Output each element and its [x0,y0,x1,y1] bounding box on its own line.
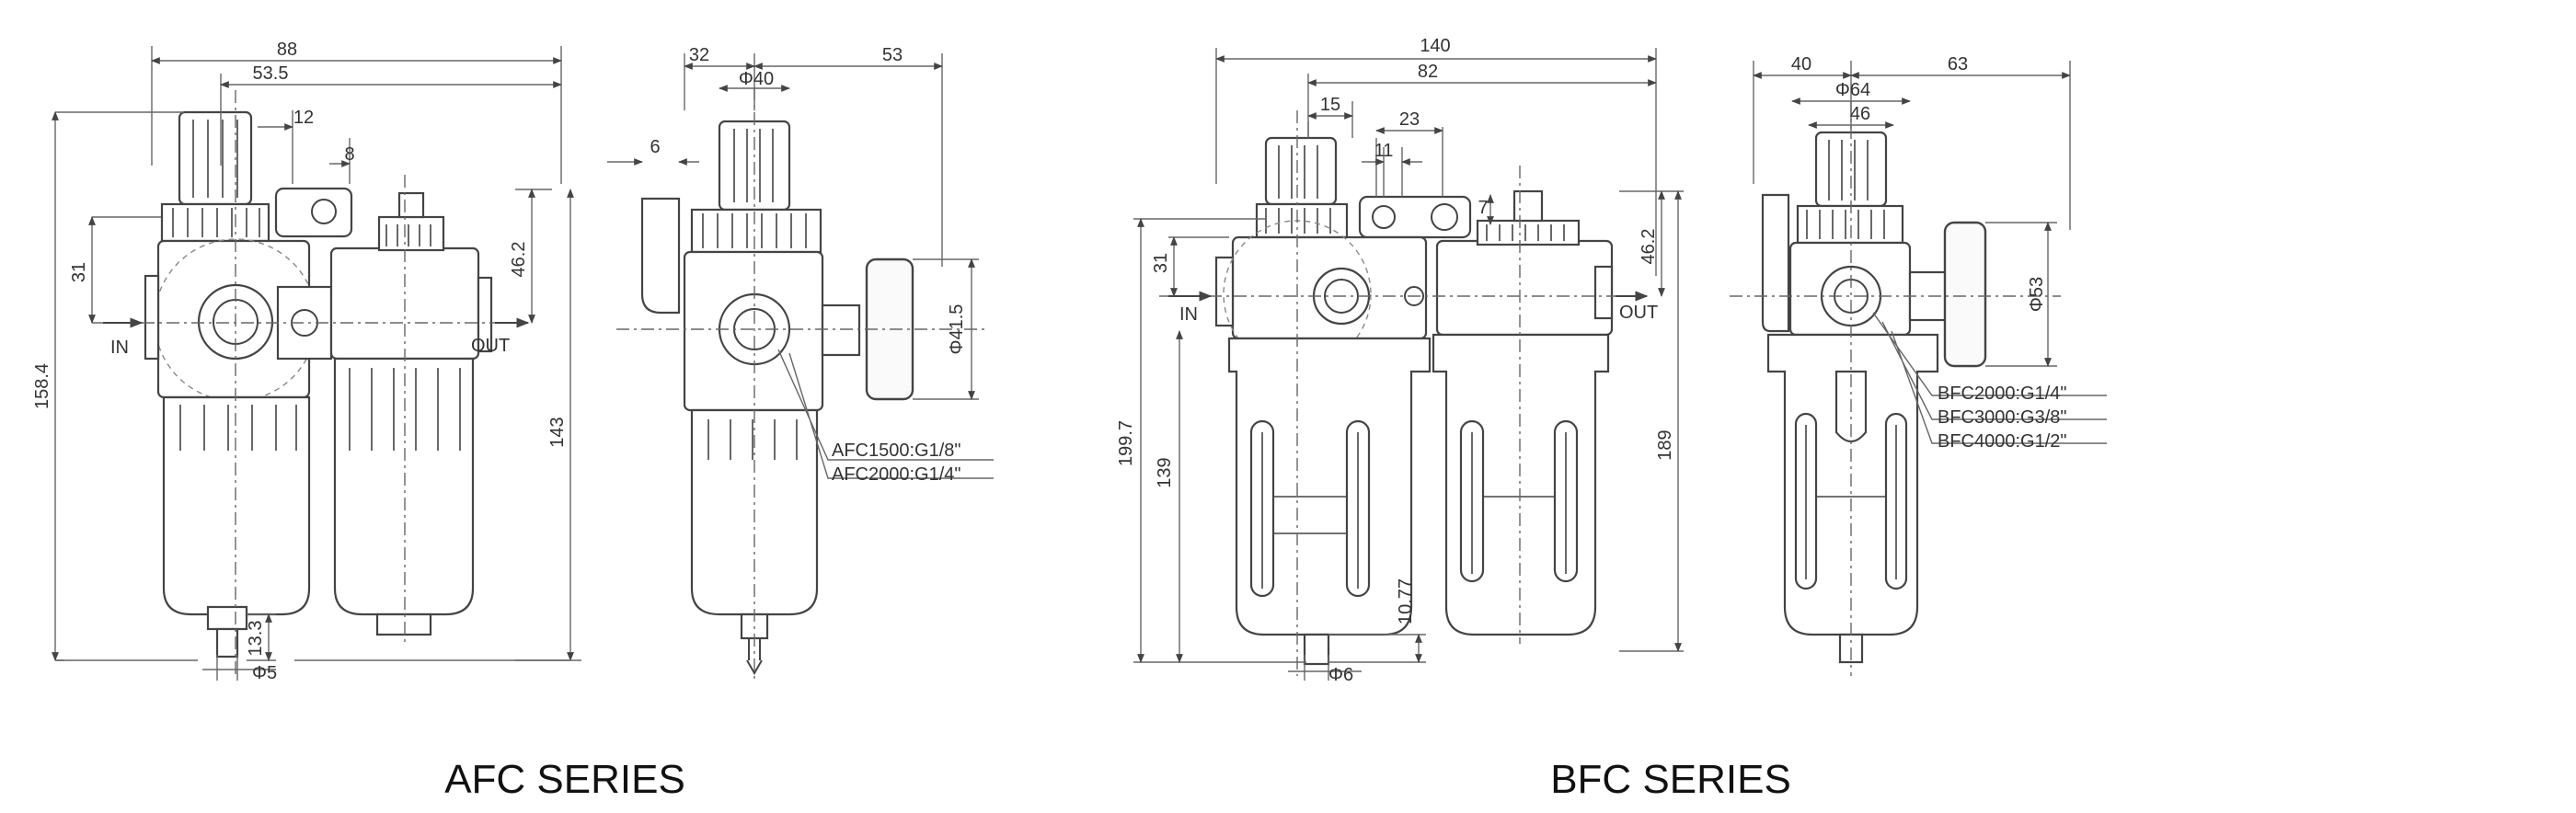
bfc-series-title: BFC SERIES [1550,757,1791,802]
afc-front-view [52,46,581,681]
afc-port-2: AFC2000:G1/4" [832,464,961,485]
afc-gauge-diameter: Φ41.5 [947,304,967,355]
afc-height-top: 46.2 [509,242,529,278]
afc-knob-diameter: Φ40 [739,69,774,89]
afc-port-1: AFC1500:G1/8" [832,441,961,461]
bfc-drain-diameter: Φ6 [1328,665,1353,685]
bfc-width-center: 82 [1418,62,1438,82]
bfc-offset-b: 23 [1399,109,1420,130]
afc-width-total: 88 [277,40,297,60]
afc-offset-b: 8 [344,144,354,165]
afc-in-label: IN [110,338,129,358]
afc-side-dim-right: 53 [882,45,903,65]
bfc-offset-c: 11 [1374,141,1394,161]
bfc-side-dim-left: 40 [1791,54,1811,74]
bfc-gauge-diameter: Φ53 [2027,277,2047,312]
afc-height-total: 158.4 [32,363,52,409]
afc-offset-a: 12 [293,108,314,128]
afc-side-view [607,53,994,681]
bfc-height-port: 31 [1151,253,1171,273]
bfc-width-total: 140 [1420,36,1450,56]
bfc-front-view [1133,48,1684,681]
afc-out-label: OUT [471,336,510,356]
bfc-height-right: 189 [1655,429,1675,460]
bfc-offset-d: 7 [1478,198,1488,218]
bfc-out-label: OUT [1619,303,1658,323]
bfc-port-3: BFC4000:G1/2" [1938,431,2067,452]
bfc-height-total: 199.7 [1116,420,1136,466]
bfc-port-2: BFC3000:G3/8" [1938,407,2067,428]
bfc-offset-a: 15 [1320,95,1340,115]
afc-height-body: 143 [547,417,568,447]
bfc-in-label: IN [1179,304,1198,325]
bfc-drain-height: 10.77 [1396,578,1416,624]
bfc-front-labels: 140 82 15 23 11 7 31 46.2 199.7 139 189 … [1116,36,1675,685]
bfc-height-body: 139 [1155,457,1175,487]
afc-drain-diameter: Φ5 [252,663,277,683]
afc-front-labels: 88 53.5 12 8 31 46.2 158.4 143 13.3 Φ5 I… [32,40,568,683]
afc-height-port: 31 [69,262,89,282]
afc-width-center: 53.5 [253,63,289,84]
afc-bracket-dim: 6 [650,137,660,157]
afc-series-title: AFC SERIES [444,757,685,802]
afc-drain-height: 13.3 [246,621,266,657]
afc-side-labels: 32 53 Φ40 6 Φ41.5 AFC1500:G1/8" AFC2000:… [650,45,967,485]
bfc-knob-inner: 46 [1850,104,1870,124]
bfc-height-top: 46.2 [1639,229,1659,265]
bfc-side-dim-right: 63 [1948,54,1968,74]
bfc-side-view [1730,61,2107,676]
bfc-knob-diameter: Φ64 [1835,80,1870,100]
bfc-port-1: BFC2000:G1/4" [1938,384,2067,404]
afc-side-dim-left: 32 [689,45,709,65]
bfc-side-labels: 40 63 Φ64 46 Φ53 BFC2000:G1/4" BFC3000:G… [1791,54,2067,452]
